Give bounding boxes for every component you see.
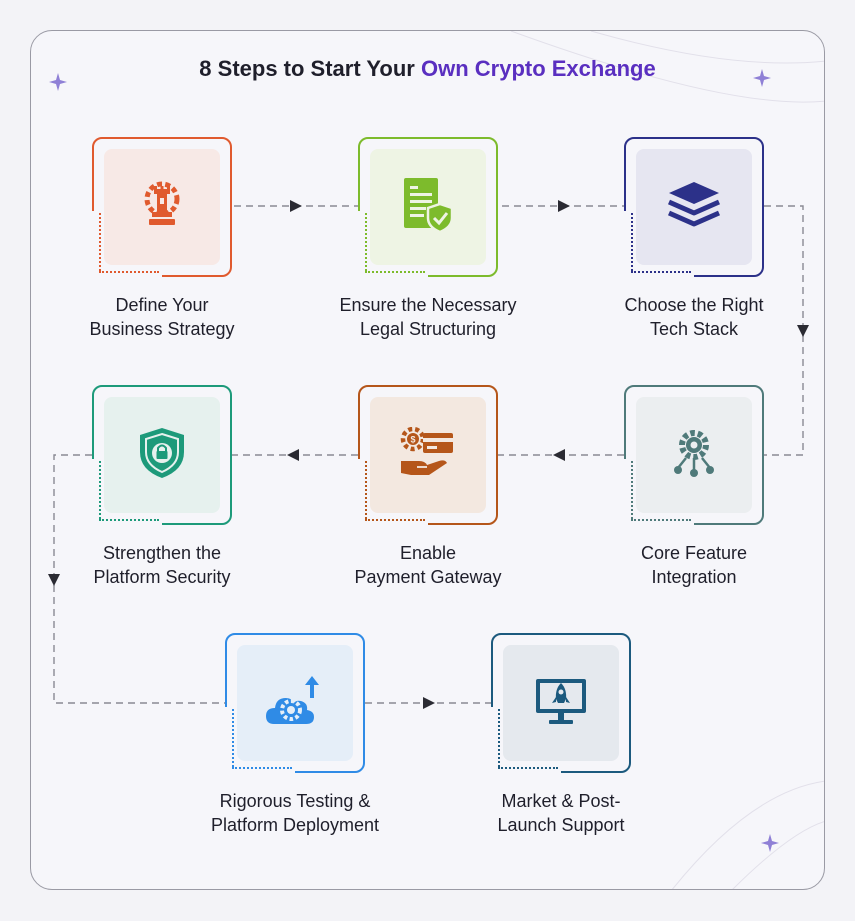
step-3-icon-tile [636,149,752,265]
step-label-line: Core Feature [640,543,748,563]
step-5: $ [354,385,498,529]
chess-rook-gear-icon [140,179,184,236]
step-3 [620,137,764,281]
title-prefix: 8 Steps to Start Your [199,56,421,81]
step-8 [487,633,631,777]
page-title: 8 Steps to Start Your Own Crypto Exchang… [0,56,855,82]
sparkle-icon [753,69,771,87]
title-highlight: Own Crypto Exchange [420,56,656,81]
sparkle-icon [761,834,779,852]
arrow-head [423,697,435,709]
background-curves [510,31,824,889]
step-label-line: Payment Gateway [354,567,502,587]
step-label-line: Market & Post- [501,791,621,811]
step-6-icon-tile [104,397,220,513]
step-label-line: Rigorous Testing & [219,791,371,811]
step-7-icon-tile [237,645,353,761]
step-label-line: Platform Deployment [210,815,380,835]
step-label-line: Legal Structuring [359,319,497,339]
rocket-monitor-icon [534,675,588,732]
step-label-line: Launch Support [497,815,625,835]
security-shield-lock-icon [137,426,187,485]
step-7-label: Rigorous Testing & Platform Deployment [175,789,415,837]
cloud-gear-upload-icon [266,675,324,731]
arrow-head [558,200,570,212]
arrow-head [290,200,302,212]
step-6 [88,385,232,529]
step-label-line: Platform Security [93,567,231,587]
step-label-line: Strengthen the [102,543,222,563]
arrow-head [797,325,809,337]
step-1-icon-tile [104,149,220,265]
arrow-head [287,449,299,461]
step-label-line: Integration [651,567,737,587]
arrow-head [553,449,565,461]
step-label-line: Tech Stack [649,319,739,339]
arrow-head [48,574,60,586]
step-4 [620,385,764,529]
step-label-line: Ensure the Necessary [339,295,517,315]
step-label-line: Business Strategy [89,319,235,339]
gear-network-icon [671,428,717,483]
step-7 [221,633,365,777]
step-5-icon-tile: $ [370,397,486,513]
layers-stack-icon [667,180,721,235]
step-2-icon-tile [370,149,486,265]
sparkle-icon [49,73,67,91]
payment-hand-card-icon: $ [399,426,457,484]
step-label-line: Enable [399,543,457,563]
step-label-line: Define Your [115,295,209,315]
step-4-icon-tile [636,397,752,513]
step-label-line: Choose the Right [624,295,764,315]
step-8-label: Market & Post- Launch Support [441,789,681,837]
step-8-icon-tile [503,645,619,761]
step-1 [88,137,232,281]
svg-text:$: $ [410,434,415,444]
step-2 [354,137,498,281]
legal-document-shield-icon [402,176,454,239]
